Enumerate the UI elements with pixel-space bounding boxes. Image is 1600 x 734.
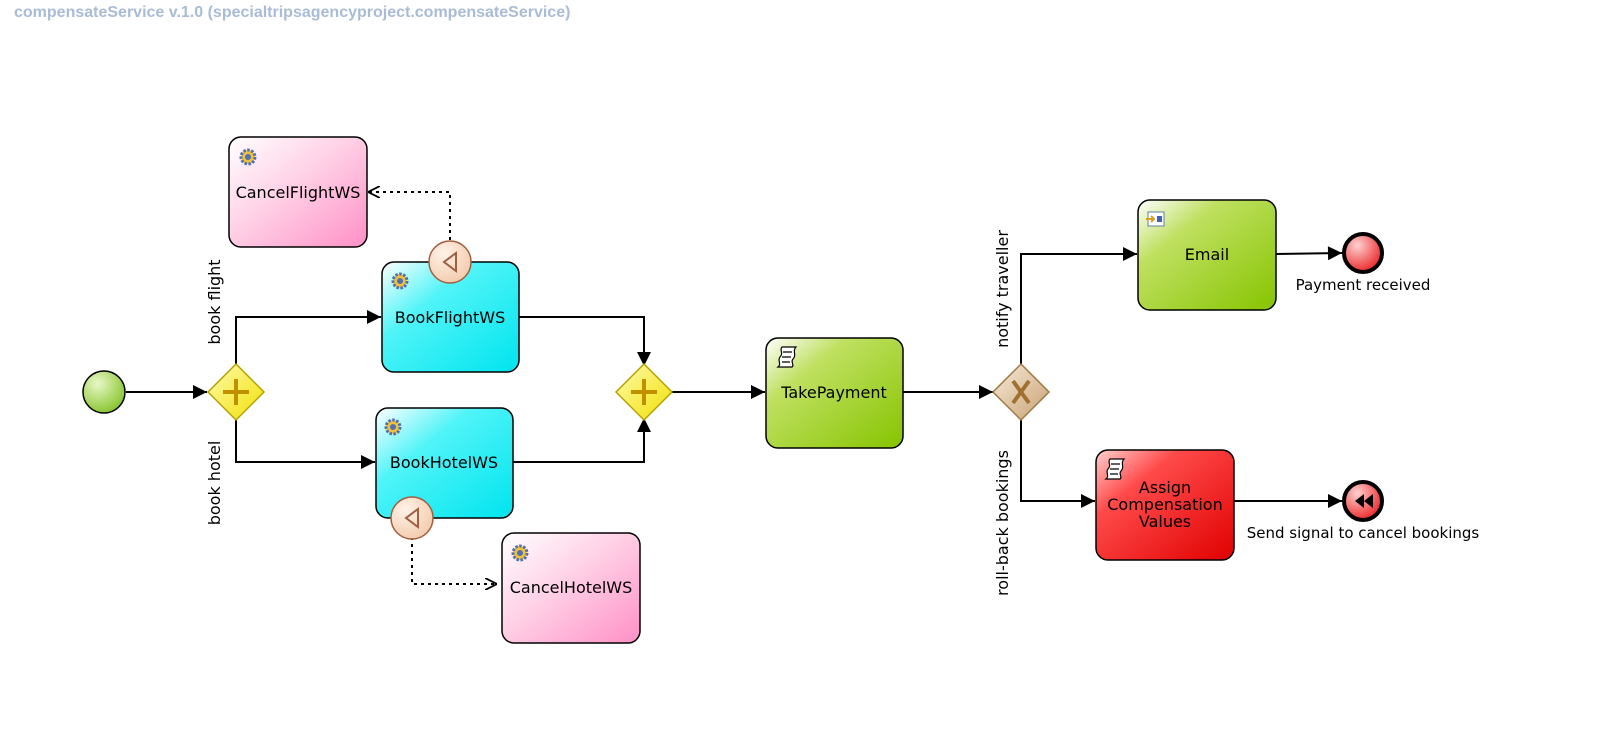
- task-label: BookFlightWS: [395, 308, 505, 327]
- flow-notify-traveller: [1020, 247, 1137, 366]
- compensation-boundary-icon[interactable]: [428, 240, 472, 284]
- flow-book-hotel: [235, 418, 375, 469]
- task-email[interactable]: Email: [1137, 199, 1277, 311]
- parallel-gateway-join[interactable]: [614, 362, 674, 422]
- end-event-label-payment-received: Payment received: [1296, 276, 1431, 294]
- gear-icon: [384, 418, 402, 436]
- task-book-flight[interactable]: BookFlightWS: [381, 261, 520, 373]
- end-event-label-send-signal: Send signal to cancel bookings: [1247, 524, 1480, 542]
- script-icon: [776, 346, 798, 368]
- flow-label-rollback: roll-back bookings: [993, 450, 1012, 596]
- sequence-flows: [126, 246, 1343, 508]
- task-label-line-1: Assign: [1139, 478, 1191, 497]
- task-label: TakePayment: [780, 383, 887, 402]
- task-label: Email: [1185, 245, 1229, 264]
- task-label: CancelFlightWS: [236, 183, 361, 202]
- gear-icon: [239, 148, 257, 166]
- association-cancel-hotel: [411, 537, 497, 584]
- parallel-gateway-split[interactable]: [206, 362, 266, 422]
- flow-email-to-end: [1275, 246, 1343, 261]
- end-event-signal-cancel[interactable]: [1342, 480, 1384, 522]
- task-cancel-flight[interactable]: CancelFlightWS: [228, 136, 368, 248]
- gear-icon: [511, 544, 529, 562]
- flow-bookhotel-to-join: [512, 418, 651, 463]
- exclusive-gateway[interactable]: [991, 362, 1051, 422]
- send-message-icon: [1146, 211, 1165, 227]
- exclusive-gateway-icon: [1011, 379, 1031, 405]
- association-cancel-flight: [368, 192, 451, 240]
- task-book-hotel[interactable]: BookHotelWS: [375, 407, 514, 519]
- process-title: compensateService v.1.0 (specialtripsage…: [14, 4, 571, 21]
- start-event[interactable]: [82, 370, 126, 414]
- flow-label-book-flight: book flight: [205, 259, 224, 344]
- parallel-gateway-icon: [631, 379, 657, 405]
- compensation-associations: [368, 192, 497, 584]
- rewind-icon: [1355, 494, 1373, 508]
- parallel-gateway-icon: [223, 379, 249, 405]
- task-label: CancelHotelWS: [510, 578, 633, 597]
- flow-book-flight: [235, 310, 381, 366]
- gear-icon: [391, 272, 409, 290]
- script-icon: [1104, 458, 1126, 480]
- end-event-payment-received[interactable]: [1342, 232, 1384, 274]
- flow-rollback: [1020, 418, 1095, 508]
- flow-bookflight-to-join: [519, 316, 651, 366]
- task-label-line-2: Compensation: [1107, 495, 1222, 514]
- task-take-payment[interactable]: TakePayment: [765, 337, 904, 449]
- task-assign-compensation-values[interactable]: Assign Compensation Values: [1095, 449, 1235, 561]
- task-cancel-hotel[interactable]: CancelHotelWS: [501, 532, 641, 644]
- compensation-boundary-icon[interactable]: [390, 496, 434, 540]
- task-label: BookHotelWS: [390, 453, 498, 472]
- task-label-line-3: Values: [1139, 512, 1191, 531]
- flow-label-notify-traveller: notify traveller: [993, 230, 1012, 348]
- flow-label-book-hotel: book hotel: [205, 441, 224, 526]
